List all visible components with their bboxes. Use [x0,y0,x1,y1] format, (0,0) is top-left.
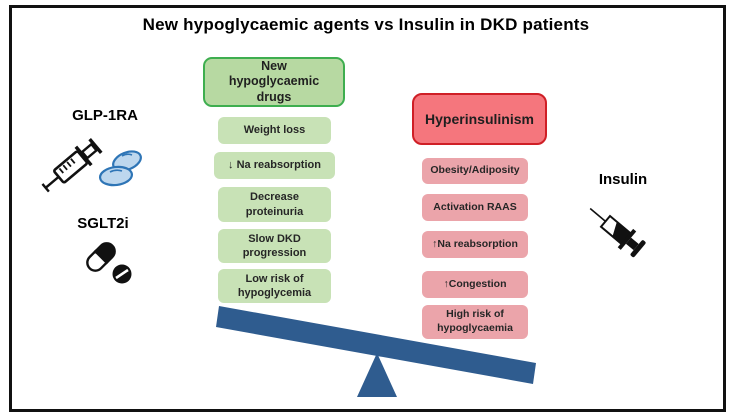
green-item-weight-loss: Weight loss [218,117,331,144]
insulin-label: Insulin [598,171,648,188]
red-item-raas: Activation RAAS [422,194,528,221]
capsule-icon [86,242,132,284]
green-item-low-hypo-risk: Low risk of hypoglycemia [218,269,331,303]
green-item-dkd-progression: Slow DKD progression [218,229,331,263]
syringe-outline-icon [41,138,103,193]
red-item-obesity: Obesity/Adiposity [422,158,528,184]
green-item-na-reabsorption: ↓ Na reabsorption [214,152,335,179]
glp1ra-label: GLP-1RA [72,107,138,124]
tablets-icon [98,150,142,187]
red-header-box: Hyperinsulinism [412,93,547,145]
green-item-proteinuria: Decrease proteinuria [218,187,331,222]
red-item-congestion: ↑Congestion [422,271,528,298]
red-item-na-reabsorption: ↑Na reabsorption [422,231,528,258]
red-item-high-hypo-risk: High risk of hypoglycaemia [422,305,528,339]
green-header-box: New hypoglycaemic drugs [203,57,345,107]
seesaw-shape [216,306,536,397]
round-pill-icon [112,264,132,284]
diagram-title: New hypoglycaemic agents vs Insulin in D… [142,15,590,34]
syringe-filled-icon [589,207,646,258]
sglt2i-label: SGLT2i [77,215,129,232]
